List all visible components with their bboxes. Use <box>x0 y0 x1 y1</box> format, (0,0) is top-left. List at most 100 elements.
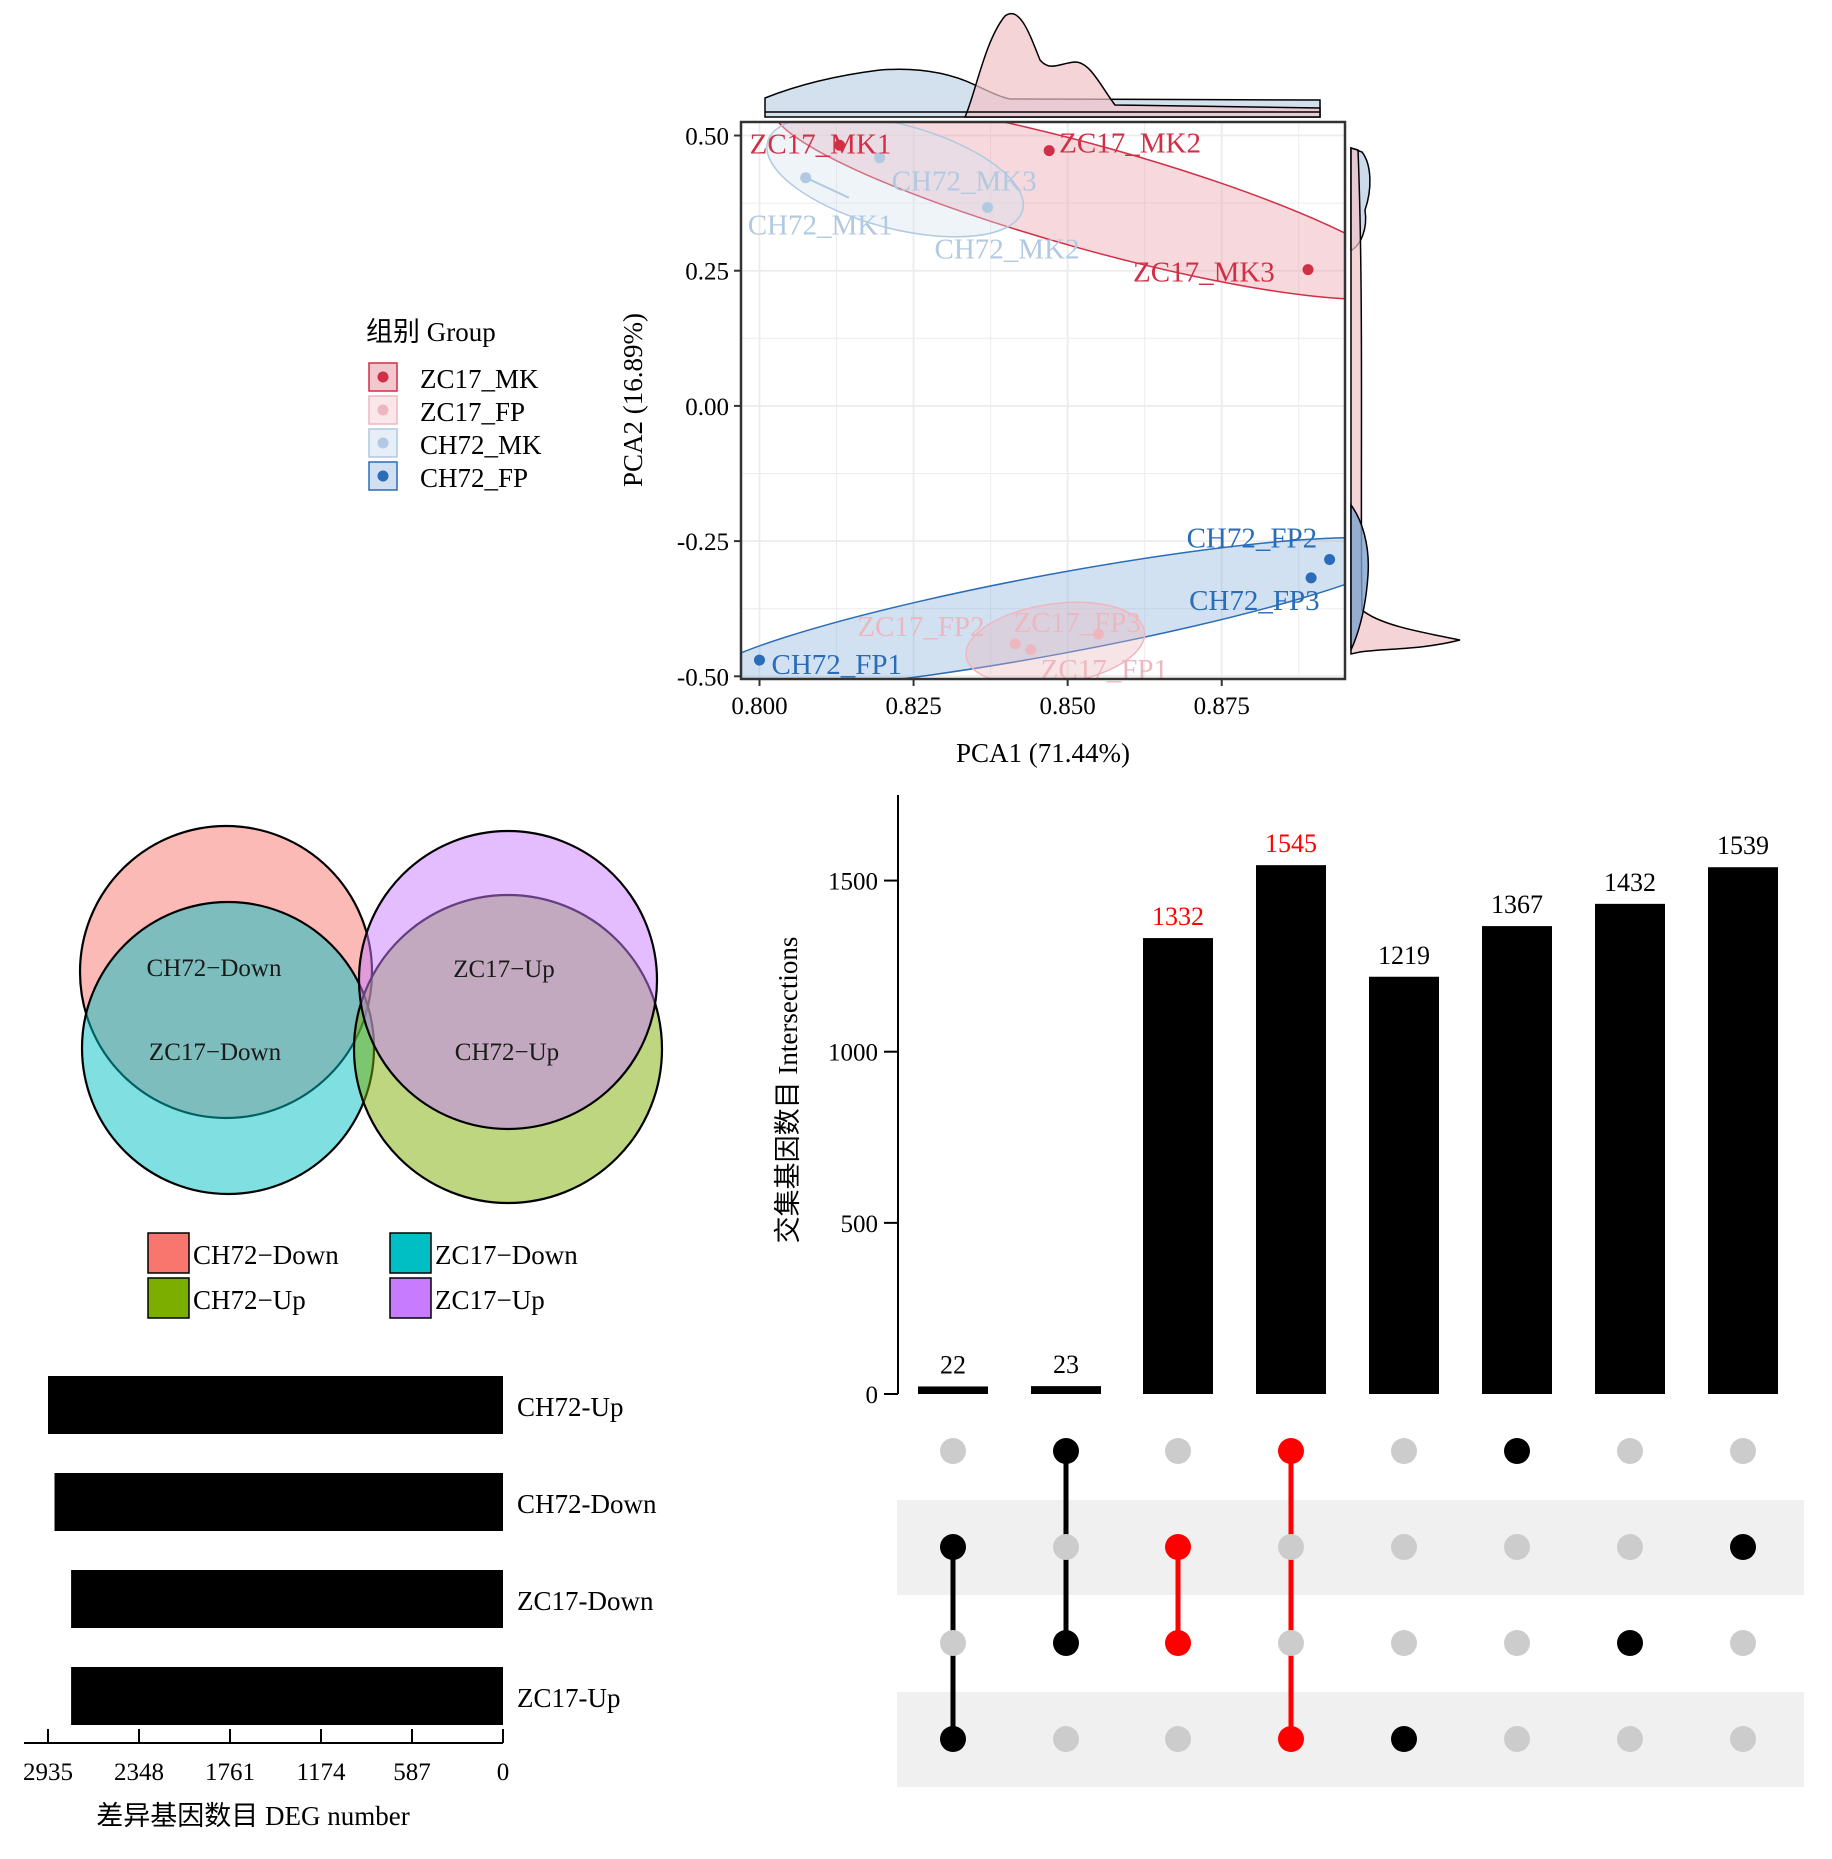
pca-y-tick-label: 0.25 <box>685 259 729 286</box>
set-size-bar <box>71 1667 503 1725</box>
upset-dot-inactive <box>1391 1630 1417 1656</box>
pca-point-label: CH72_FP2 <box>1187 522 1318 554</box>
upset-dot-inactive <box>1053 1726 1079 1752</box>
venn-circle-zc17-up <box>357 829 659 1131</box>
upset-bar-value: 1367 <box>1491 890 1543 919</box>
pca-legend-label: CH72_FP <box>420 463 528 493</box>
pca-x-tick-label: 0.825 <box>885 693 941 720</box>
pca-point-label: CH72_MK1 <box>748 210 893 242</box>
upset-dot-active <box>940 1726 966 1752</box>
upset-bar <box>1369 976 1439 1394</box>
pca-point-label: ZC17_FP2 <box>857 611 984 643</box>
venn-label: ZC17−Up <box>453 956 555 983</box>
pca-point-ch72_mk2 <box>982 201 994 213</box>
pca-point-label: ZC17_MK2 <box>1059 128 1201 160</box>
upset-dot-inactive <box>1391 1534 1417 1560</box>
upset-stripe <box>897 1500 1804 1595</box>
pca-point-zc17_mk1 <box>834 139 846 151</box>
pca-top-density <box>764 13 1321 118</box>
upset-bar-value: 1545 <box>1265 829 1317 858</box>
upset-bar <box>1031 1386 1101 1394</box>
upset-dot-inactive <box>1730 1630 1756 1656</box>
upset-y-tick-label: 1500 <box>828 869 878 896</box>
upset-bar <box>1595 903 1665 1394</box>
pca-y-tick-label: -0.25 <box>677 529 729 556</box>
upset-dot-inactive <box>1504 1726 1530 1752</box>
upset-dot-inactive <box>1053 1534 1079 1560</box>
upset-dot-active <box>1278 1438 1304 1464</box>
pca-y-ticks: 0.50 0.25 0.00 -0.25 -0.50 <box>677 124 741 691</box>
pca-point-ch72_fp3 <box>1305 572 1317 584</box>
set-size-bar <box>71 1570 503 1628</box>
venn-label: CH72−Up <box>455 1039 559 1066</box>
venn-legend-key <box>389 1232 432 1274</box>
upset-dot-active <box>1391 1726 1417 1752</box>
pca-right-density <box>1350 146 1461 655</box>
pca-point-label: ZC17_MK3 <box>1133 257 1275 289</box>
pca-y-axis-label: PCA2 (16.89%) <box>618 313 648 487</box>
upset-matrix <box>940 1438 1756 1752</box>
pca-x-tick-label: 0.800 <box>731 693 787 720</box>
upset-dot-inactive <box>940 1438 966 1464</box>
venn-label: CH72−Down <box>147 955 282 982</box>
upset-bars: 22 23 1332 1545 1219 1367 1432 1539 <box>918 829 1778 1394</box>
pca-point-label: ZC17_MK1 <box>750 128 892 160</box>
pca-plot-border <box>739 120 1347 681</box>
leader-ch72-mk1 <box>805 176 850 199</box>
upset-y-tick-label: 1000 <box>828 1040 878 1067</box>
venn-legend-label: CH72−Down <box>193 1240 339 1270</box>
upset-dot-active <box>1730 1534 1756 1560</box>
upset-dot-inactive <box>1391 1438 1417 1464</box>
upset-dot-inactive <box>1730 1726 1756 1752</box>
upset-bar-value: 22 <box>940 1350 966 1379</box>
upset-bar-value: 1539 <box>1717 831 1769 860</box>
pca-plot-background <box>741 122 1345 679</box>
upset-dot-inactive <box>1617 1438 1643 1464</box>
upset-dot-inactive <box>1504 1630 1530 1656</box>
top-density-zc17 <box>963 13 1321 118</box>
set-size-bar-label: CH72-Up <box>517 1392 624 1422</box>
pca-point-zc17_fp3 <box>1092 628 1104 640</box>
venn-legend-key <box>147 1277 190 1319</box>
upset-stripe <box>897 1692 1804 1787</box>
upset-dot-active <box>1617 1630 1643 1656</box>
pca-legend-dot <box>377 404 389 416</box>
upset-dot-inactive <box>1278 1534 1304 1560</box>
pca-ellipses <box>741 122 1345 679</box>
upset-bar-value: 1332 <box>1152 902 1204 931</box>
upset-bar-value: 23 <box>1053 1350 1079 1379</box>
pca-legend-dot <box>377 470 389 482</box>
upset-bar-value: 1432 <box>1604 868 1656 897</box>
pca-legend-dot <box>377 437 389 449</box>
venn-legend-label: ZC17−Up <box>435 1285 545 1315</box>
right-density-zc17 <box>1350 147 1461 655</box>
set-size-tick-label: 2935 <box>23 1759 73 1786</box>
upset-matrix-stripes <box>897 1500 1804 1787</box>
pca-point-label: ZC17_FP1 <box>1041 654 1168 686</box>
venn-legend-label: CH72−Up <box>193 1285 306 1315</box>
upset-bar <box>1143 938 1213 1394</box>
pca-point-ch72_fp2 <box>1324 553 1336 565</box>
venn-legend-label: ZC17−Down <box>435 1240 578 1270</box>
pca-point-label: CH72_MK2 <box>935 233 1080 265</box>
pca-point-label: ZC17_FP3 <box>1013 607 1140 639</box>
venn-legend-key <box>389 1277 432 1319</box>
pca-y-tick-label: 0.50 <box>685 124 729 151</box>
pca-point-zc17_fp2 <box>1009 638 1021 650</box>
upset-dot-inactive <box>1617 1726 1643 1752</box>
upset-bar-value: 1219 <box>1378 941 1430 970</box>
pca-y-tick-label: -0.50 <box>677 664 729 691</box>
set-size-bar-label: ZC17-Down <box>517 1586 654 1616</box>
pca-legend-label: CH72_MK <box>420 430 542 460</box>
pca-x-axis-label: PCA1 (71.44%) <box>956 738 1130 768</box>
pca-y-tick-label: 0.00 <box>685 394 729 421</box>
pca-x-tick-label: 0.850 <box>1040 693 1096 720</box>
pca-points <box>753 139 1336 666</box>
ellipse-zc17-fp <box>965 601 1146 679</box>
ellipse-ch72-mk <box>766 122 1025 238</box>
